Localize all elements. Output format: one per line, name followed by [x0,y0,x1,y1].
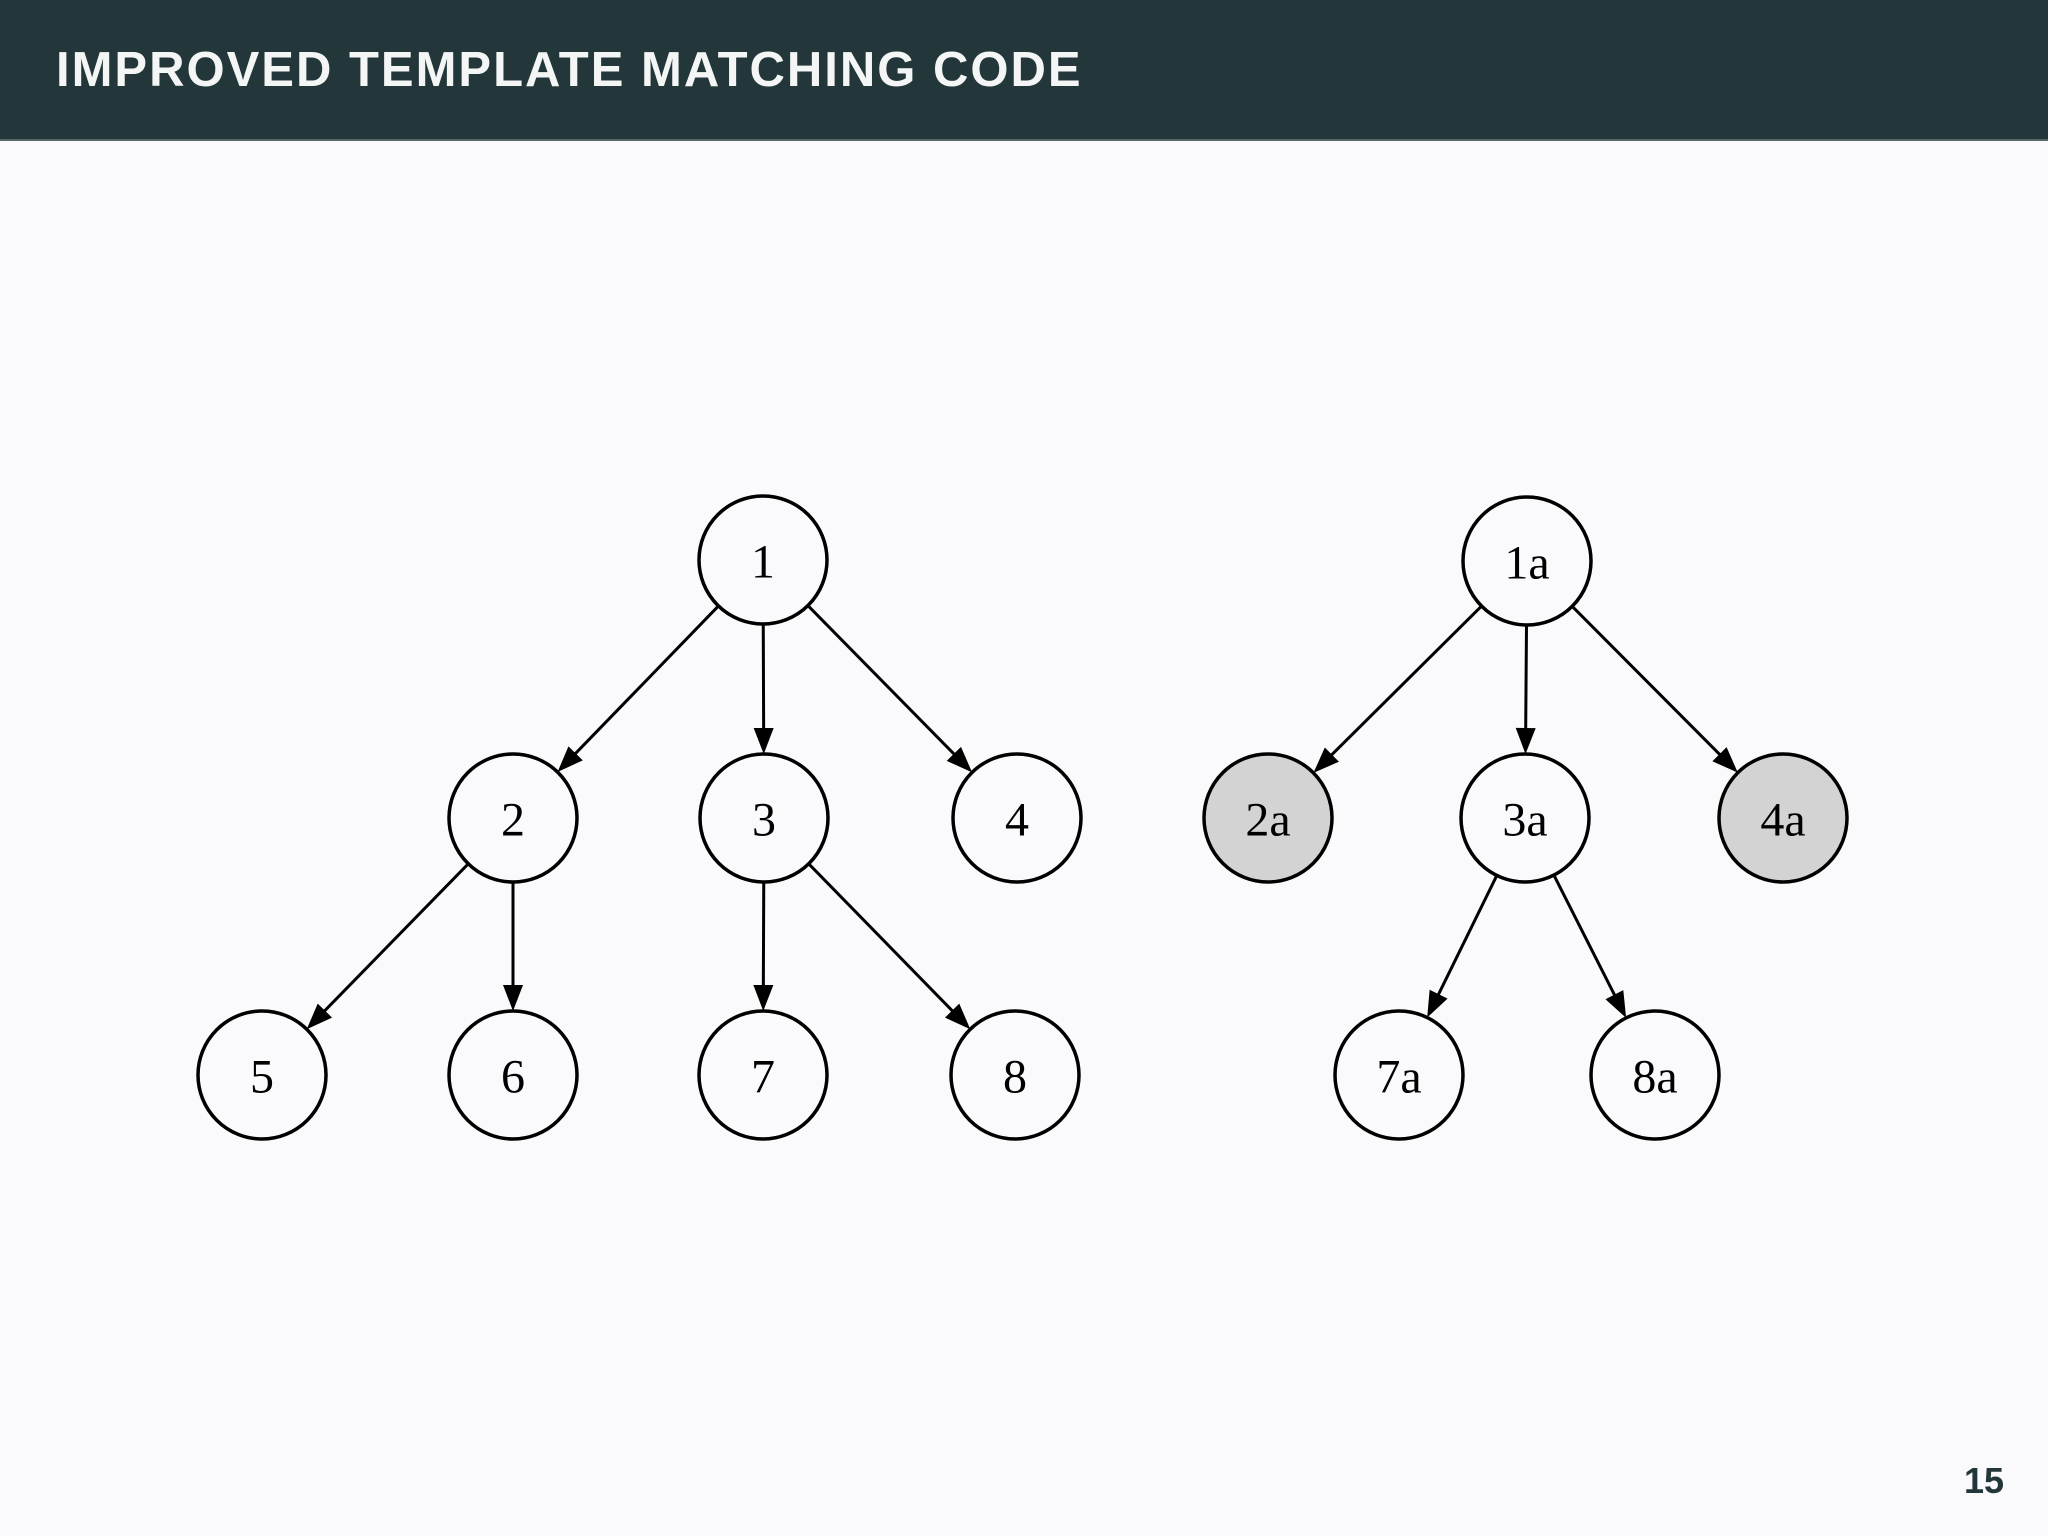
tree-node-label-1: 1 [751,536,775,589]
tree-node-label-3a: 3a [1502,794,1547,847]
arrowhead-2-5 [306,1003,333,1030]
arrowhead-1a-4a [1712,747,1738,773]
arrowhead-1a-2a [1313,747,1339,773]
tree-node-label-2: 2 [501,794,525,847]
slide-header: IMPROVED TEMPLATE MATCHING CODE [0,0,2048,141]
tree-node-7 [697,1009,829,1141]
arrowhead-1-2 [557,746,583,773]
tree-node-3 [698,752,830,884]
matched-tree: 1a 2a 3a 4a 7a 8a [1202,495,1849,1141]
edge-3-8 [807,862,954,1013]
tree-node-5 [196,1009,328,1141]
tree-node-label-1a: 1a [1504,537,1549,590]
tree-node-8a [1589,1009,1721,1141]
tree-node-label-6: 6 [501,1051,525,1104]
tree-node-8 [949,1009,1081,1141]
tree-node-3a [1459,752,1591,884]
tree-node-4a [1717,752,1849,884]
arrowhead-1a-3a [1515,727,1536,755]
tree-node-label-8: 8 [1003,1051,1027,1104]
tree-node-1 [697,494,829,626]
arrowhead-2-6 [503,985,523,1011]
tree-node-2a [1202,752,1334,884]
arrowhead-3-7 [753,984,774,1012]
tree-node-1a [1461,495,1593,627]
edge-3a-8a [1552,874,1617,997]
tree-node-label-4: 4 [1005,794,1029,847]
edge-1a-4a [1571,605,1722,757]
arrowhead-3-8 [944,1003,971,1030]
arrowhead-3a-7a [1427,989,1448,1018]
arrowhead-3a-8a [1605,990,1627,1018]
tree-node-6 [447,1009,579,1141]
arrowhead-1-3 [753,727,774,755]
tree-node-label-8a: 8a [1632,1051,1677,1104]
tree-node-label-3: 3 [752,794,776,847]
page-number: 15 [1963,1460,2004,1501]
tree-node-label-5: 5 [250,1051,274,1104]
edge-2-5 [323,862,470,1013]
edge-1-2 [573,604,720,756]
tree-node-label-2a: 2a [1245,794,1290,847]
tree-node-label-4a: 4a [1760,794,1805,847]
edge-1a-2a [1330,605,1483,757]
edge-3a-7a [1436,874,1499,996]
template-tree: 1 2 3 4 5 6 7 8 [196,494,1083,1141]
tree-node-label-7a: 7a [1376,1051,1421,1104]
slide-title: IMPROVED TEMPLATE MATCHING CODE [56,42,1083,97]
tree-node-2 [447,752,579,884]
edge-1a-3a [1524,624,1529,730]
edge-1-4 [806,604,956,756]
tree-node-4 [951,752,1083,884]
tree-node-7a [1333,1009,1465,1141]
tree-node-label-7: 7 [751,1051,775,1104]
arrowhead-1-4 [946,746,973,773]
